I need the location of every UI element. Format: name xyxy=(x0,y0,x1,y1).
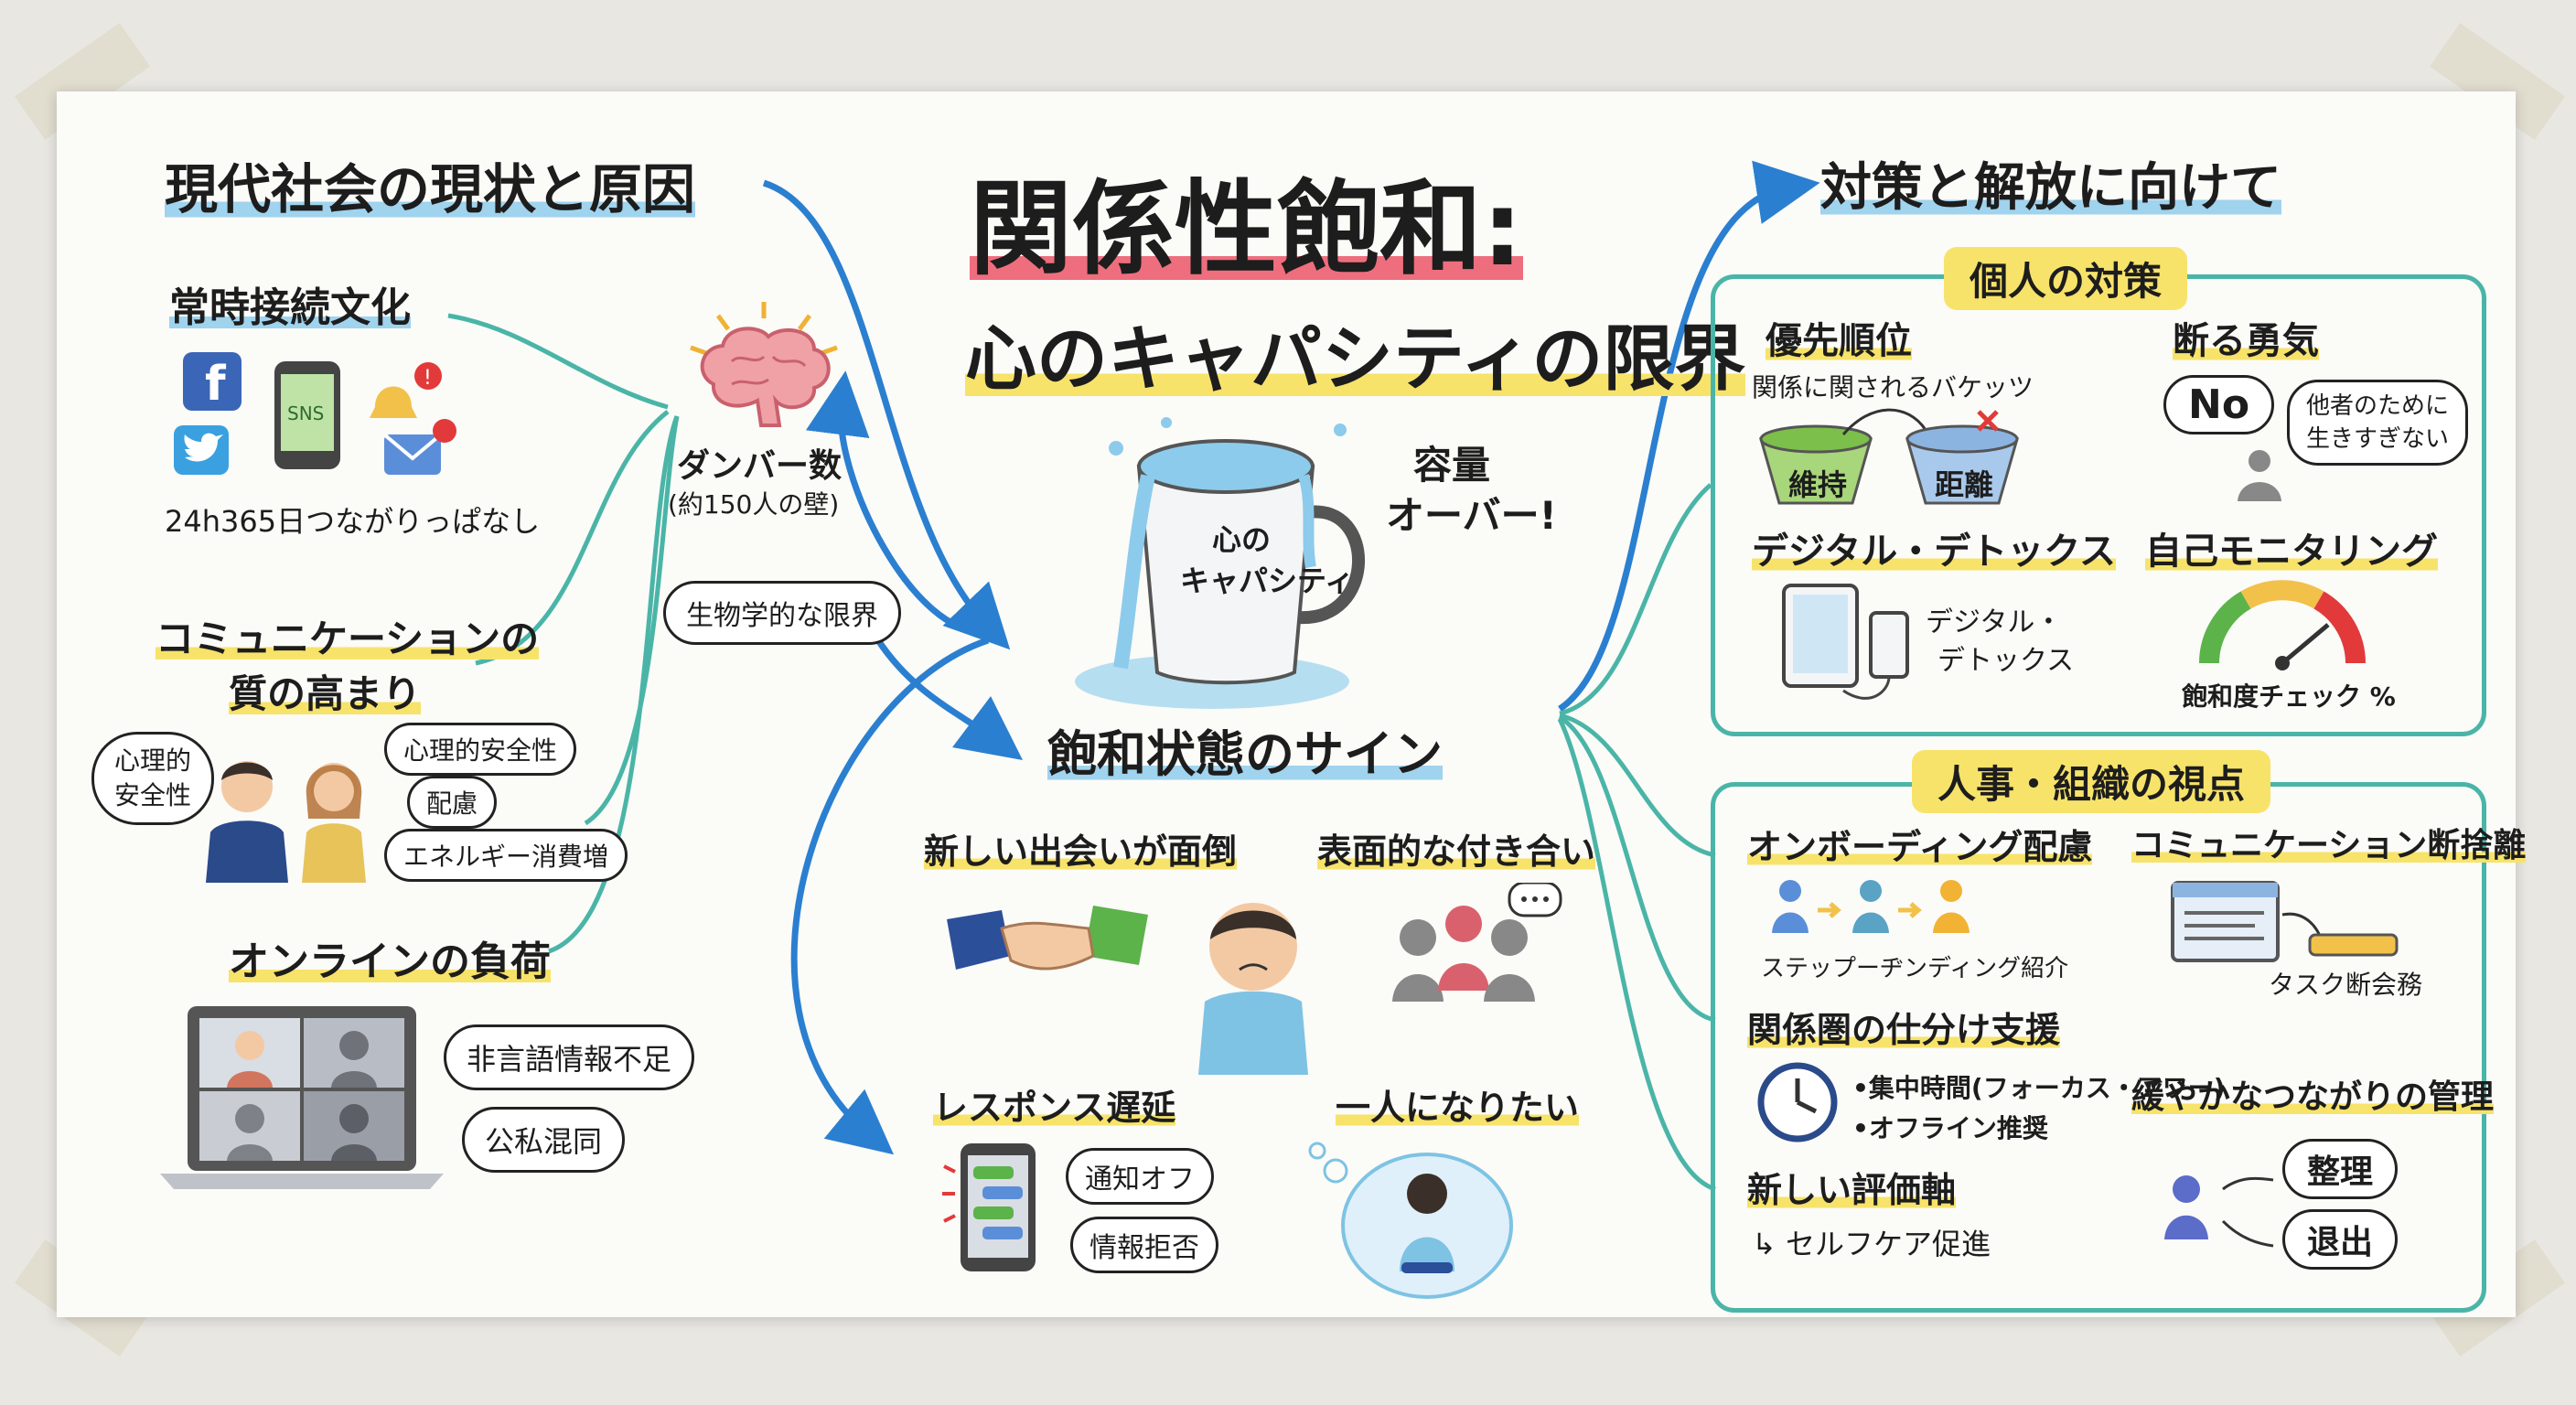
refuse-title: 断る勇気 xyxy=(2173,311,2319,364)
psych-safety-bubble: 心理的 安全性 xyxy=(91,732,215,825)
comm-clean-caption: タスク断会務 xyxy=(2269,970,2423,1000)
laptop-video-call-illustration xyxy=(160,1006,444,1189)
connection-caption: 24h365日つながりっぱなし xyxy=(165,504,541,539)
left-heading: 現代社会の現状と原因 xyxy=(165,146,696,223)
gauge-icon xyxy=(2199,580,2366,670)
sorting-title: 関係圏の仕分け支援 xyxy=(1747,1002,2061,1052)
main-title-line2: 心のキャパシティの限界 xyxy=(965,302,1746,404)
communication-title-line2: 質の高まり xyxy=(229,663,422,719)
connection-title: 常時接続文化 xyxy=(169,274,411,333)
evaluation-sub: ↳ セルフケア促進 xyxy=(1752,1227,1991,1261)
priority-sub: 関係に関されるバケッツ xyxy=(1752,372,2034,402)
personal-tag: 個人の対策 xyxy=(1944,247,2188,310)
sign-1-title: 新しい出会いが面倒 xyxy=(924,823,1238,874)
detox-caption-line2: デトックス xyxy=(1937,645,2075,677)
overflowing-cup-illustration xyxy=(1075,417,1365,709)
evaluation-title: 新しい評価軸 xyxy=(1747,1162,1957,1212)
svg-text:!: ! xyxy=(424,367,432,390)
onboarding-caption: ステップーヂンディング紹介 xyxy=(1761,955,2069,982)
svg-text:SNS: SNS xyxy=(287,402,324,424)
group-people-icon xyxy=(1392,883,1562,1002)
alone-person-bubble-illustration xyxy=(1308,1142,1513,1299)
no-bubble: No xyxy=(2163,375,2275,434)
sign-2-title: 表面的な付き合い xyxy=(1317,823,1596,874)
person-icon xyxy=(2238,450,2281,501)
priority-title: 優先順位 xyxy=(1766,311,1912,364)
right-heading: 対策と解放に向けて xyxy=(1820,146,2281,220)
phone-chat-icon xyxy=(942,1143,1036,1271)
comm-item-3: エネルギー消費増 xyxy=(384,829,628,882)
bucket-distance-label: 距離 xyxy=(1935,467,1994,502)
communication-title-line1: コミュニケーションの xyxy=(156,608,540,664)
loose-item-leave: 退出 xyxy=(2282,1209,2399,1270)
online-item-2: 公私混同 xyxy=(462,1107,626,1173)
facebook-icon xyxy=(183,352,242,411)
sign-3-item-1: 通知オフ xyxy=(1066,1148,1214,1205)
svg-text:f: f xyxy=(205,357,227,412)
window-cleanup-icon xyxy=(2171,881,2399,962)
main-title-line1: 関係性飽和: xyxy=(970,146,1523,295)
loose-item-organize: 整理 xyxy=(2282,1139,2399,1199)
online-title: オンラインの負荷 xyxy=(229,928,551,987)
dunbar-label: ダンバー数 xyxy=(677,447,843,485)
sorting-item-2: •オフライン推奨 xyxy=(1852,1113,2048,1143)
detox-caption-line1: デジタル・ xyxy=(1926,606,2063,638)
cup-label-line1: 心の xyxy=(1212,522,1272,557)
onboarding-title: オンボーディング配慮 xyxy=(1747,819,2093,869)
monitor-caption: 飽和度チェック % xyxy=(2182,681,2396,712)
bell-icon xyxy=(370,386,417,418)
sign-3-title: レスポンス遅延 xyxy=(933,1079,1176,1130)
brain-icon xyxy=(690,302,838,427)
signs-heading: 飽和状態のサイン xyxy=(1047,713,1443,786)
loose-title: 緩やかなつながりの管理 xyxy=(2131,1070,2495,1118)
refuse-bubble: 他者のために 生きすぎない xyxy=(2287,380,2469,466)
dunbar-sub: (約150人の壁) xyxy=(668,489,840,520)
cup-label-line2: キャパシティ xyxy=(1180,563,1355,598)
onboarding-steps-icon xyxy=(1772,880,1970,933)
sign-4-title: 一人になりたい xyxy=(1336,1079,1580,1130)
online-item-1: 非言語情報不足 xyxy=(444,1024,695,1090)
handshake-icon xyxy=(947,910,1011,970)
loose-ties-icon xyxy=(2164,1175,2274,1248)
comm-item-2: 配慮 xyxy=(407,776,498,829)
clock-icon xyxy=(1757,1062,1838,1142)
comm-item-1: 心理的安全性 xyxy=(384,723,577,776)
biological-limit-bubble: 生物学的な限界 xyxy=(663,581,901,645)
monitor-title: 自己モニタリング xyxy=(2145,521,2438,574)
detox-title: デジタル・デトックス xyxy=(1752,521,2116,574)
devices-icon xyxy=(1782,584,1909,700)
two-people-illustration xyxy=(206,761,366,883)
alert-badge-icon xyxy=(414,362,442,390)
overflow-label-line2: オーバー! xyxy=(1386,493,1557,538)
org-tag: 人事・組織の視点 xyxy=(1912,750,2271,813)
handshake-and-tired-person-illustration xyxy=(947,903,1308,1075)
bucket-keep-label: 維持 xyxy=(1788,467,1848,502)
overflow-label-line1: 容量 xyxy=(1413,443,1491,488)
comm-clean-title: コミュニケーション断捨離 xyxy=(2131,819,2527,866)
buckets-illustration xyxy=(1759,408,2019,505)
sns-icons: f SNS ! xyxy=(174,352,456,475)
sign-3-item-2: 情報拒否 xyxy=(1070,1217,1218,1273)
